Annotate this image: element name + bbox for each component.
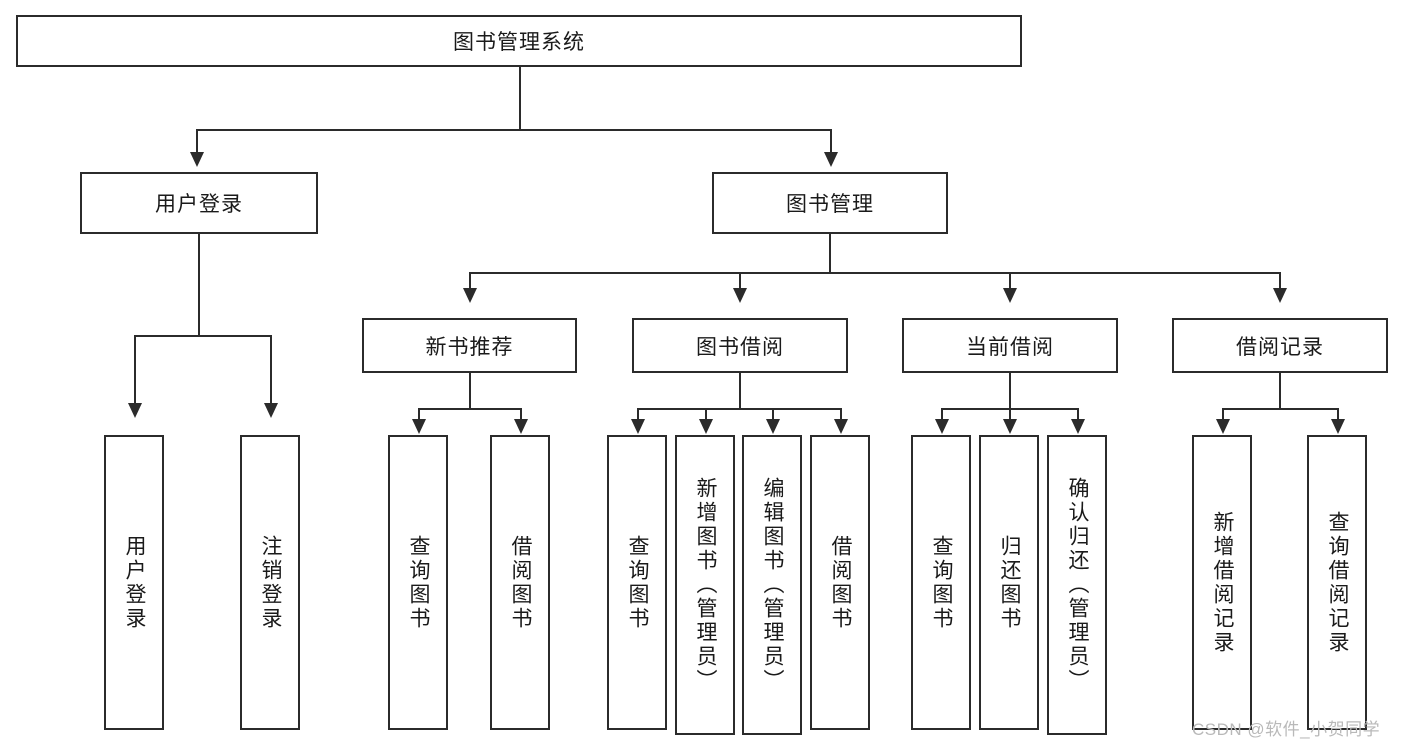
leaf-borrow-book-recommend[interactable]: 借阅图书	[490, 435, 550, 730]
connector-borrowrecord-stem	[1279, 373, 1281, 409]
connector-newbook-to-leaf2	[520, 408, 522, 421]
arrowhead-to-user-login	[190, 152, 204, 167]
arrowhead-to-leaf-borrow-book-1	[514, 419, 528, 434]
arrowhead-to-leaf-add-book	[699, 419, 713, 434]
connector-bookmanage-to-record	[1279, 272, 1281, 290]
node-user-login[interactable]: 用户登录	[80, 172, 318, 234]
arrowhead-to-new-book-rec	[463, 288, 477, 303]
node-new-book-recommend[interactable]: 新书推荐	[362, 318, 577, 373]
connector-userlogin-to-leaf2	[270, 335, 272, 405]
arrowhead-to-leaf-add-record	[1216, 419, 1230, 434]
connector-bookborrow-to-leaf2	[705, 408, 707, 421]
leaf-borrow-book-borrow[interactable]: 借阅图书	[810, 435, 870, 730]
node-label: 查询图书	[407, 534, 431, 631]
node-borrow-record[interactable]: 借阅记录	[1172, 318, 1388, 373]
leaf-query-book-current[interactable]: 查询图书	[911, 435, 971, 730]
arrowhead-to-leaf-borrow-book-2	[834, 419, 848, 434]
node-label: 新增图书（管理员）	[694, 477, 718, 693]
arrowhead-to-leaf-query-book-3	[935, 419, 949, 434]
node-current-borrow[interactable]: 当前借阅	[902, 318, 1118, 373]
connector-bookmanage-bus	[469, 272, 1281, 274]
arrowhead-to-current-borrow	[1003, 288, 1017, 303]
node-label: 确认归还（管理员）	[1066, 477, 1090, 693]
arrowhead-to-leaf-return-book	[1003, 419, 1017, 434]
arrowhead-to-book-borrow	[733, 288, 747, 303]
connector-borrowrecord-to-leaf1	[1222, 408, 1224, 421]
arrowhead-to-leaf-user-login	[128, 403, 142, 418]
arrowhead-to-leaf-query-book-1	[412, 419, 426, 434]
leaf-logout[interactable]: 注销登录	[240, 435, 300, 730]
connector-bookborrow-bus	[637, 408, 841, 410]
connector-currentborrow-to-leaf3	[1077, 408, 1079, 421]
node-label: 编辑图书（管理员）	[761, 477, 785, 693]
node-label: 查询借阅记录	[1326, 510, 1350, 655]
node-book-manage[interactable]: 图书管理	[712, 172, 948, 234]
connector-root-bus	[196, 129, 832, 131]
node-label: 新书推荐	[425, 335, 514, 359]
arrowhead-to-leaf-confirm-return	[1071, 419, 1085, 434]
node-label: 查询图书	[626, 534, 650, 631]
node-label: 注销登录	[259, 534, 283, 631]
connector-root-to-userlogin	[196, 129, 198, 154]
leaf-confirm-return-admin[interactable]: 确认归还（管理员）	[1047, 435, 1107, 735]
connector-borrowrecord-to-leaf2	[1337, 408, 1339, 421]
node-label: 用户登录	[123, 534, 147, 631]
leaf-add-book-admin[interactable]: 新增图书（管理员）	[675, 435, 735, 735]
connector-bookmanage-stem	[829, 234, 831, 273]
node-label: 借阅图书	[829, 534, 853, 631]
leaf-user-login[interactable]: 用户登录	[104, 435, 164, 730]
connector-userlogin-bus	[134, 335, 270, 337]
csdn-watermark: CSDN @软件_小贺同学	[1192, 715, 1380, 740]
node-label: 借阅图书	[509, 534, 533, 631]
leaf-edit-book-admin[interactable]: 编辑图书（管理员）	[742, 435, 802, 735]
connector-newbook-stem	[469, 373, 471, 409]
watermark-text: CSDN @软件_小贺同学	[1192, 720, 1381, 739]
connector-newbook-bus	[418, 408, 521, 410]
connector-userlogin-stem	[198, 234, 200, 336]
node-label: 借阅记录	[1236, 335, 1324, 359]
connector-userlogin-to-leaf1	[134, 335, 136, 405]
node-label: 新增借阅记录	[1211, 510, 1235, 655]
node-label: 图书管理系统	[453, 31, 585, 54]
connector-currentborrow-stem	[1009, 373, 1011, 409]
node-label: 查询图书	[930, 534, 954, 631]
arrowhead-to-leaf-logout	[264, 403, 278, 418]
leaf-query-book-recommend[interactable]: 查询图书	[388, 435, 448, 730]
arrowhead-to-leaf-edit-book	[766, 419, 780, 434]
connector-root-to-bookmanage	[830, 129, 832, 154]
connector-newbook-to-leaf1	[418, 408, 420, 421]
connector-bookmanage-to-borrow	[739, 272, 741, 290]
connector-root-stem	[519, 67, 521, 130]
connector-bookborrow-to-leaf1	[637, 408, 639, 421]
node-book-borrow[interactable]: 图书借阅	[632, 318, 848, 373]
arrowhead-to-leaf-query-book-2	[631, 419, 645, 434]
node-label: 图书管理	[786, 193, 874, 216]
leaf-add-borrow-record[interactable]: 新增借阅记录	[1192, 435, 1252, 730]
connector-currentborrow-to-leaf2	[1009, 408, 1011, 421]
connector-currentborrow-to-leaf1	[941, 408, 943, 421]
arrowhead-to-book-manage	[824, 152, 838, 167]
node-label: 图书借阅	[696, 335, 784, 359]
connector-bookborrow-to-leaf4	[840, 408, 842, 421]
connector-bookborrow-to-leaf3	[772, 408, 774, 421]
leaf-query-borrow-record[interactable]: 查询借阅记录	[1307, 435, 1367, 730]
connector-bookmanage-to-current	[1009, 272, 1011, 290]
arrowhead-to-leaf-query-record	[1331, 419, 1345, 434]
connector-bookborrow-stem	[739, 373, 741, 409]
leaf-return-book[interactable]: 归还图书	[979, 435, 1039, 730]
node-label: 归还图书	[998, 534, 1022, 631]
connector-bookmanage-to-newbook	[469, 272, 471, 290]
node-label: 当前借阅	[966, 335, 1054, 359]
arrowhead-to-borrow-record	[1273, 288, 1287, 303]
node-root-system[interactable]: 图书管理系统	[16, 15, 1022, 67]
connector-borrowrecord-bus	[1222, 408, 1338, 410]
leaf-query-book-borrow[interactable]: 查询图书	[607, 435, 667, 730]
node-label: 用户登录	[155, 193, 243, 216]
